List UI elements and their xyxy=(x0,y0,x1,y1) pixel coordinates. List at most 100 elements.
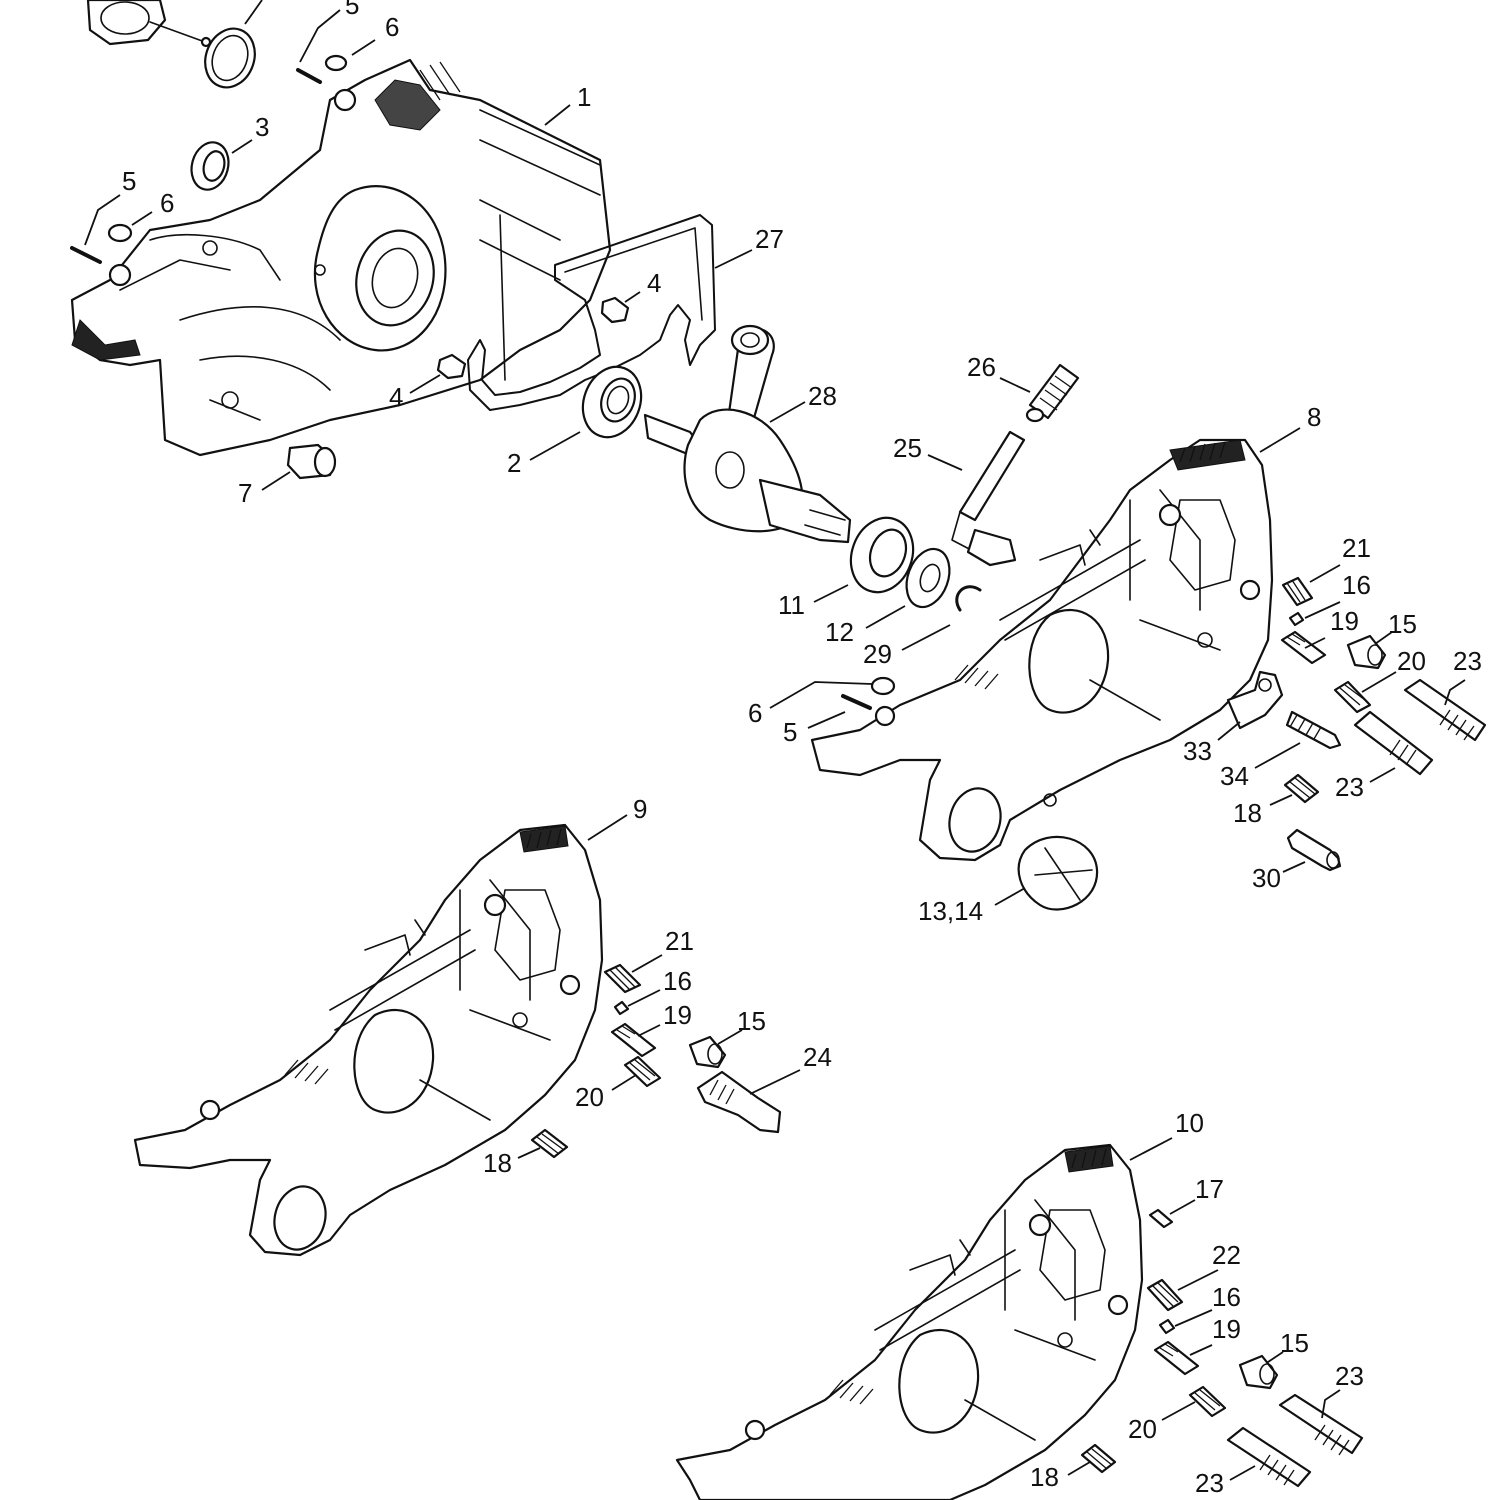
callout-23: 23 xyxy=(1335,772,1364,802)
leader-20a xyxy=(1361,671,1397,693)
part-28-crankshaft xyxy=(643,324,852,544)
part-7-bushing xyxy=(286,443,337,480)
leader-5b xyxy=(84,194,121,246)
callout-18: 18 xyxy=(483,1148,512,1178)
callout-11: 11 xyxy=(778,590,805,620)
callout-2: 2 xyxy=(507,448,521,478)
leader-5c xyxy=(807,711,846,729)
callout-25: 25 xyxy=(893,433,922,463)
part-12-washer xyxy=(905,547,951,609)
callout-7: 7 xyxy=(238,478,252,508)
leader-29 xyxy=(901,624,951,651)
leader-2 xyxy=(529,431,581,461)
o-ring-inner xyxy=(211,34,249,82)
callout-26: 26 xyxy=(967,352,996,382)
callout-15: 15 xyxy=(1280,1328,1309,1358)
leader-1 xyxy=(544,104,571,126)
leader-17 xyxy=(1169,1199,1196,1215)
part-25-line xyxy=(951,430,1026,567)
leader-21b xyxy=(631,954,663,973)
callout-29: 29 xyxy=(863,639,892,669)
callout-3: 3 xyxy=(255,112,269,142)
callout-6: 6 xyxy=(385,12,399,42)
callout-33: 33 xyxy=(1183,736,1212,766)
gasket-inner xyxy=(564,227,703,321)
leader-16c xyxy=(1174,1309,1213,1327)
callout-9: 9 xyxy=(633,794,647,824)
leader-7 xyxy=(261,471,291,491)
callout-23: 23 xyxy=(1453,646,1482,676)
part-6-washer-left xyxy=(107,223,133,243)
part-2-bearing xyxy=(581,365,643,439)
callout-6: 6 xyxy=(160,188,174,218)
callout-19: 19 xyxy=(1212,1314,1241,1344)
leader-16b xyxy=(627,989,661,1007)
callout-12: 12 xyxy=(825,617,854,647)
callout-1: 1 xyxy=(577,82,591,112)
leader-24 xyxy=(749,1069,801,1095)
leader-16a xyxy=(1304,601,1341,619)
group-b-small-parts xyxy=(530,963,782,1159)
callout-20: 20 xyxy=(1397,646,1426,676)
leader-26 xyxy=(999,377,1031,393)
leader-15b xyxy=(717,1029,743,1045)
callout-18: 18 xyxy=(1233,798,1262,828)
leader-13-14 xyxy=(994,887,1026,906)
callout-5: 5 xyxy=(122,166,136,196)
callout-20: 20 xyxy=(575,1082,604,1112)
callout-16: 16 xyxy=(663,966,692,996)
leader-19c xyxy=(1189,1344,1213,1356)
part-5-pin-right xyxy=(841,694,872,710)
leader-18c xyxy=(1067,1461,1091,1476)
callout-30: 30 xyxy=(1252,863,1281,893)
part-6-washer-upper xyxy=(324,54,348,72)
part-26-screw xyxy=(1025,363,1080,423)
leader-33 xyxy=(1217,721,1241,741)
crankcase-half-9 xyxy=(133,823,604,1257)
callout-19: 19 xyxy=(1330,606,1359,636)
leader-6a xyxy=(351,39,376,56)
callout-16: 16 xyxy=(1212,1282,1241,1312)
part-11-bearing xyxy=(849,516,915,594)
callout-34: 34 xyxy=(1220,761,1249,791)
leader-25 xyxy=(927,454,963,471)
leader-11 xyxy=(813,584,849,603)
callout-15: 15 xyxy=(737,1006,766,1036)
leader-6c xyxy=(769,681,873,709)
callout-22: 22 xyxy=(1212,1240,1241,1270)
leader-22 xyxy=(1177,1269,1219,1291)
callout-21: 21 xyxy=(1342,533,1371,563)
part-4-sleeve-b xyxy=(436,353,467,380)
callout-16: 16 xyxy=(1342,570,1371,600)
leader-21a xyxy=(1309,564,1341,583)
leader-18b xyxy=(517,1147,541,1159)
leader-6b xyxy=(131,211,153,226)
leader-15a xyxy=(1374,631,1393,645)
group-a-small-parts xyxy=(1017,576,1487,911)
callout-13-14: 13,14 xyxy=(918,896,983,926)
callout-5: 5 xyxy=(783,717,797,747)
leader-20b xyxy=(611,1074,637,1091)
crankcase-half-10 xyxy=(675,1143,1144,1500)
callout-5: 5 xyxy=(345,0,359,20)
leader-20c xyxy=(1161,1401,1196,1421)
leader-18a xyxy=(1269,794,1293,806)
callout-15: 15 xyxy=(1388,609,1417,639)
leader-23d xyxy=(1229,1465,1256,1481)
callout-4: 4 xyxy=(389,382,403,412)
part-5-pin-left xyxy=(70,246,102,264)
callout-18: 18 xyxy=(1030,1462,1059,1492)
leader-19b xyxy=(637,1024,661,1037)
crankcase-half-1 xyxy=(70,58,612,457)
o-ring xyxy=(204,27,256,89)
top-cut-part xyxy=(86,0,212,48)
part-29-circlip xyxy=(955,585,982,612)
leader-top-cut xyxy=(244,0,263,25)
part-27-gasket xyxy=(467,214,716,411)
group-c-small-parts xyxy=(1080,1208,1364,1488)
leader-15c xyxy=(1267,1351,1284,1363)
callout-28: 28 xyxy=(808,381,837,411)
leader-23b xyxy=(1369,767,1396,783)
part-6-washer-right xyxy=(870,676,896,696)
